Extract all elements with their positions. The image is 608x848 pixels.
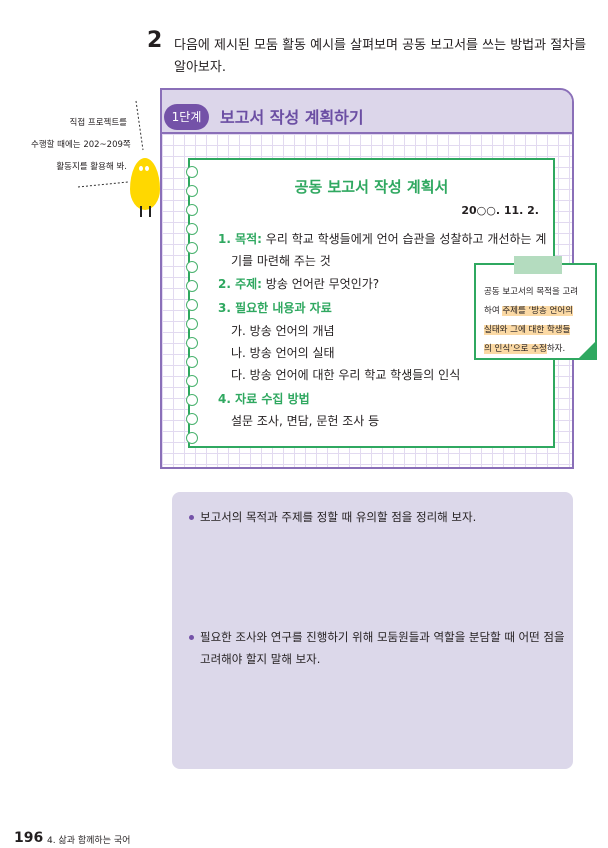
purpose-label: 1. 목적: <box>218 232 262 246</box>
activity-question: 필요한 조사와 연구를 진행하기 위해 모둠원들과 역할을 분담할 때 어떤 점… <box>188 626 568 670</box>
callout-pointer-line-bottom <box>77 181 129 188</box>
step-badge: 1단계 <box>164 104 209 130</box>
note-highlight: 실태와 그에 대한 학생들 <box>484 325 571 335</box>
content-label: 3. 필요한 내용과 자료 <box>218 301 332 315</box>
sticky-note: 공동 보고서의 목적을 고려 하여 주제를 ‘방송 언어의 실태와 그에 대한 … <box>474 256 597 360</box>
tape-icon <box>514 256 562 274</box>
method-label: 4. 자료 수집 방법 <box>218 392 310 406</box>
callout-line: 직접 프로젝트를 <box>69 118 127 128</box>
binder-ring-icon <box>186 261 198 273</box>
question-number: 2 <box>147 28 163 53</box>
binder-ring-icon <box>186 318 198 330</box>
lemon-leg-icon <box>149 206 151 217</box>
lemon-leg-icon <box>140 206 142 217</box>
plan-title: 공동 보고서 작성 계획서 <box>294 178 449 196</box>
lemon-character-icon <box>130 158 160 210</box>
step-title: 보고서 작성 계획하기 <box>220 108 364 127</box>
callout-pointer-line-top <box>135 100 144 151</box>
note-line: 하여 <box>484 306 503 316</box>
method-text: 설문 조사, 면담, 문헌 조사 등 <box>231 414 380 428</box>
note-line: 하자. <box>546 344 566 354</box>
binder-ring-icon <box>186 337 198 349</box>
purpose-text-cont: 기를 마련해 주는 것 <box>231 254 331 268</box>
binder-ring-icon <box>186 356 198 368</box>
activity-questions-box: 보고서의 목적과 주제를 정할 때 유의할 점을 정리해 보자. 필요한 조사와… <box>172 492 573 769</box>
activity-question: 보고서의 목적과 주제를 정할 때 유의할 점을 정리해 보자. <box>188 506 568 528</box>
character-callout: 직접 프로젝트를 수행할 때에는 202~209쪽 활동지를 활용해 봐. <box>31 112 131 178</box>
binder-ring-icon <box>186 185 198 197</box>
chapter-title: 4. 삶과 함께하는 국어 <box>47 836 131 846</box>
step-header: 1단계 보고서 작성 계획하기 <box>162 90 572 134</box>
binder-ring-icon <box>186 166 198 178</box>
topic-label: 2. 주제: <box>218 277 262 291</box>
content-item: 나. 방송 언어의 실태 <box>231 346 335 360</box>
question-text: 다음에 제시된 모둠 활동 예시를 살펴보며 공동 보고서를 쓰는 방법과 절차… <box>174 38 587 75</box>
note-line: 공동 보고서의 목적을 고려 <box>484 287 579 297</box>
plan-date: 20○○. 11. 2. <box>461 204 539 217</box>
callout-line: 수행할 때에는 202~209쪽 <box>31 140 131 150</box>
binder-ring-icon <box>186 280 198 292</box>
content-item: 가. 방송 언어의 개념 <box>231 324 335 338</box>
purpose-text: 우리 학교 학생들에게 언어 습관을 성찰하고 개선하는 계 <box>265 232 547 246</box>
binder-ring-icon <box>186 413 198 425</box>
binder-ring-icon <box>186 242 198 254</box>
note-highlight: 의 인식’으로 수정 <box>484 344 547 354</box>
content-item: 다. 방송 언어에 대한 우리 학교 학생들의 인식 <box>231 368 461 382</box>
binder-ring-icon <box>186 394 198 406</box>
binder-ring-icon <box>186 223 198 235</box>
topic-text: 방송 언어란 무엇인가? <box>265 277 380 291</box>
folded-corner-icon <box>577 340 597 360</box>
binder-ring-icon <box>186 375 198 387</box>
binder-ring-icon <box>186 204 198 216</box>
callout-line: 활동지를 활용해 봐. <box>56 162 127 172</box>
note-text: 공동 보고서의 목적을 고려 하여 주제를 ‘방송 언어의 실태와 그에 대한 … <box>484 283 596 359</box>
page-number: 196 <box>14 830 44 846</box>
binder-ring-icon <box>186 299 198 311</box>
binder-ring-icon <box>186 432 198 444</box>
note-highlight: 주제를 ‘방송 언어의 <box>502 306 574 316</box>
